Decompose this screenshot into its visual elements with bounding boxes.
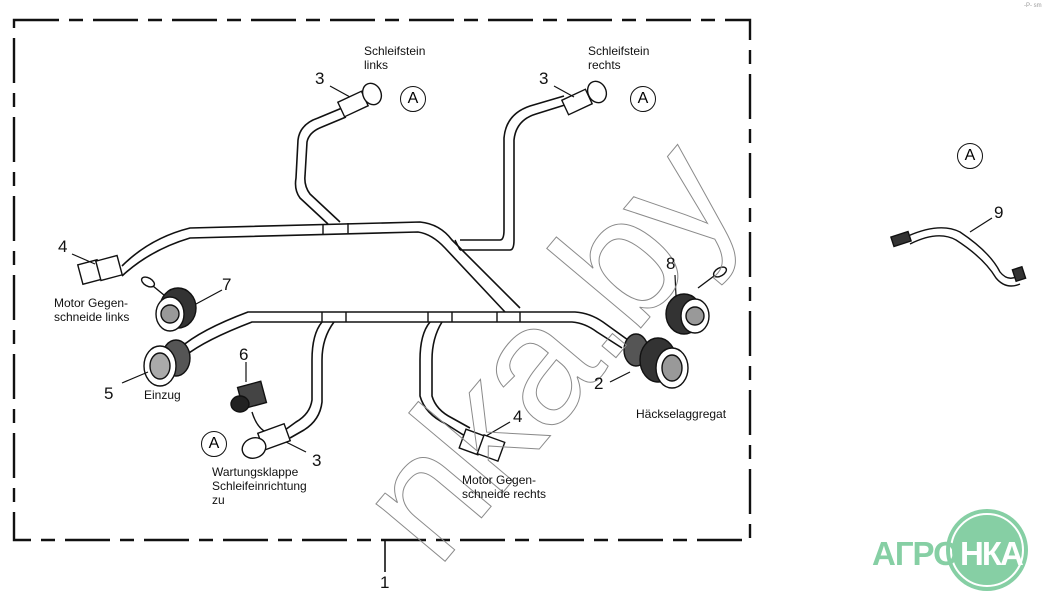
callout-number-4-right: 4 bbox=[513, 407, 523, 426]
cable-9 bbox=[890, 227, 1027, 287]
callout-number-7: 7 bbox=[222, 275, 232, 294]
connector-8-cap bbox=[665, 266, 728, 335]
connector-6 bbox=[230, 380, 273, 435]
harness-junction-marks bbox=[321, 223, 521, 322]
label-line: schneide rechts bbox=[462, 487, 547, 501]
label-line: rechts bbox=[588, 58, 621, 72]
label-line: Häckselaggregat bbox=[636, 407, 727, 421]
label-3-right: Schleifstein rechts bbox=[588, 44, 649, 72]
label-line: Schleifstein bbox=[588, 44, 650, 58]
label-4-left: Motor Gegen- schneide links bbox=[54, 296, 129, 324]
callout-number-3-right: 3 bbox=[539, 69, 549, 88]
label-line: Motor Gegen- bbox=[54, 296, 129, 310]
connector-3-bottom bbox=[241, 422, 292, 459]
label-line: Wartungsklappe bbox=[212, 465, 299, 479]
assembly-number: 1 bbox=[380, 573, 390, 592]
label-3-bottom: Wartungsklappe Schleifeinrichtung zu bbox=[212, 465, 307, 507]
connector-4-left bbox=[76, 254, 124, 286]
callout-number-3-left: 3 bbox=[315, 69, 325, 88]
connector-7-cap bbox=[140, 276, 197, 332]
callout-number-2: 2 bbox=[594, 374, 604, 393]
callout-number-9: 9 bbox=[994, 203, 1004, 222]
label-line: Einzug bbox=[144, 388, 181, 402]
label-line: Schleifstein bbox=[364, 44, 426, 58]
harness-trunks bbox=[121, 95, 629, 439]
logo-text-left: АГРО bbox=[872, 535, 959, 572]
connector-3-right bbox=[560, 80, 608, 116]
callout-number-8: 8 bbox=[666, 254, 676, 273]
corner-mark: -P- sm bbox=[1024, 3, 1042, 9]
label-2: Häckselaggregat bbox=[636, 407, 726, 421]
logo-ring bbox=[950, 513, 1024, 587]
label-4-right: Motor Gegen- schneide rechts bbox=[462, 473, 546, 501]
assembly-border bbox=[12, 18, 752, 542]
label-line: Schleifeinrichtung bbox=[212, 479, 307, 493]
callout-number-6: 6 bbox=[239, 345, 249, 364]
label-line: zu bbox=[212, 493, 225, 507]
detail-marker-a-group: A bbox=[957, 143, 983, 169]
label-3-left: Schleifstein links bbox=[364, 44, 425, 72]
connector-3-left bbox=[336, 82, 383, 118]
logo-text-right: НКА bbox=[960, 535, 1024, 572]
label-line: schneide links bbox=[54, 310, 130, 324]
callout-number-5: 5 bbox=[104, 384, 114, 403]
detail-marker-a-3-right: A bbox=[630, 86, 656, 112]
connector-4-right bbox=[458, 428, 506, 463]
label-line: links bbox=[364, 58, 389, 72]
agronka-logo: АГРО НКА bbox=[866, 508, 1036, 598]
detail-marker-a-3-bottom: A bbox=[201, 431, 227, 457]
connector-2 bbox=[623, 333, 689, 389]
callout-number-3-bottom: 3 bbox=[312, 451, 322, 470]
connector-5 bbox=[143, 339, 191, 387]
detail-marker-a-3-left: A bbox=[400, 86, 426, 112]
leader-lines bbox=[71, 85, 993, 453]
callout-number-4-left: 4 bbox=[58, 237, 68, 256]
label-5: Einzug bbox=[144, 388, 181, 402]
label-line: Motor Gegen- bbox=[462, 473, 537, 487]
